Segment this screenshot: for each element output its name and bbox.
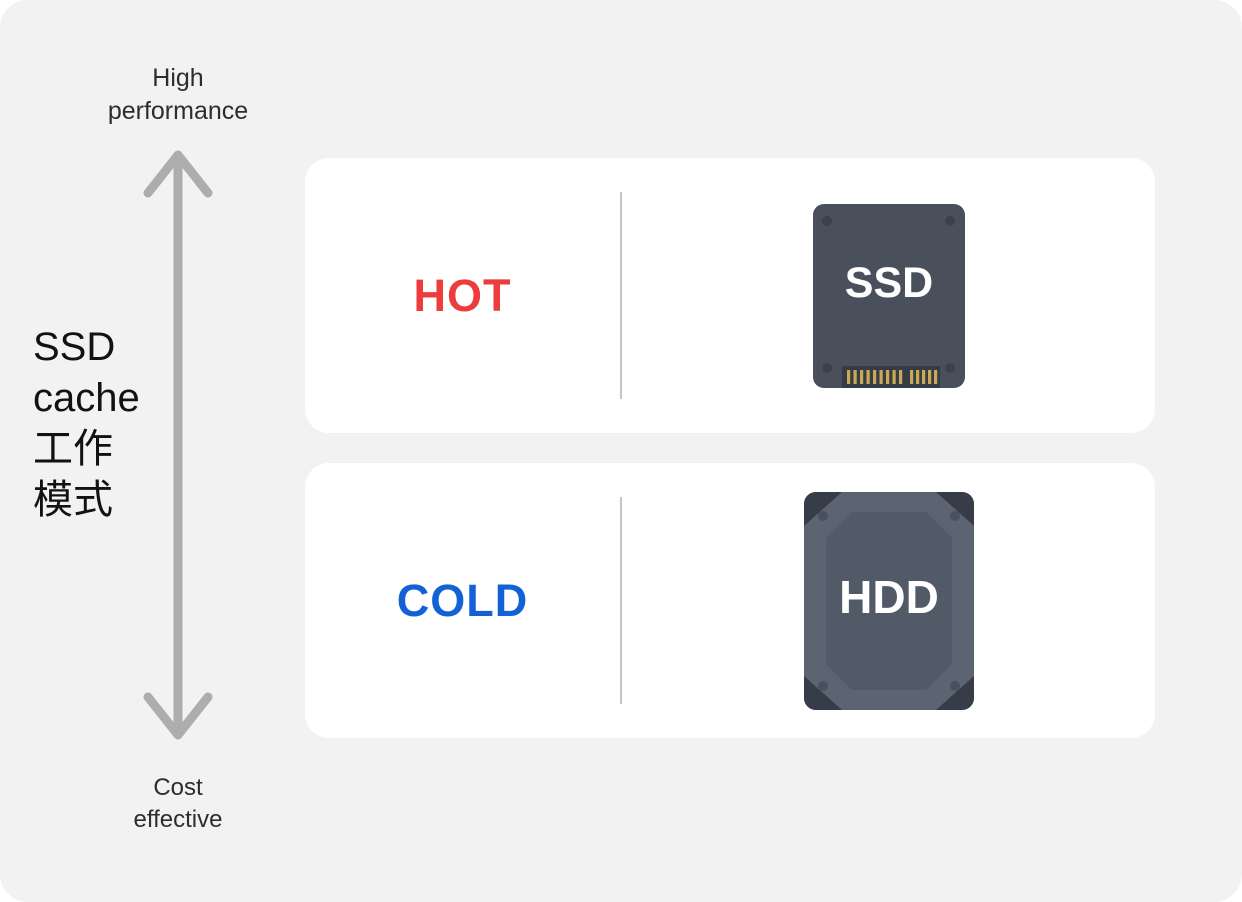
cold-tier-card: COLD HDD: [305, 463, 1155, 738]
title-line-1: SSD: [33, 325, 116, 369]
card-divider: [620, 497, 622, 704]
hdd-device-label: HDD: [839, 571, 939, 623]
cold-label: COLD: [396, 574, 529, 626]
hot-tier-card: HOT: [305, 158, 1155, 433]
card-divider: [620, 192, 622, 399]
ssd-device-label: SSD: [844, 259, 932, 307]
title-line-2: cache: [33, 376, 140, 420]
axis-label-high-performance: High performance: [107, 64, 249, 125]
hot-label: HOT: [413, 269, 512, 321]
performance-cost-axis: [118, 145, 238, 745]
hdd-drive-icon: HDD: [803, 491, 974, 710]
double-arrow-icon: [143, 150, 213, 740]
title-line-4: 模式: [33, 478, 113, 522]
ssd-connector-pins: [846, 369, 937, 384]
title-line-3: 工作: [33, 427, 113, 471]
diagram-title: SSD cache 工作 模式: [33, 322, 140, 526]
axis-label-cost-effective: Cost effective: [133, 774, 223, 833]
ssd-drive-icon: SSD: [812, 203, 965, 388]
hdd-face-panel: [825, 511, 952, 690]
hdd-corner-accents: [803, 491, 974, 710]
